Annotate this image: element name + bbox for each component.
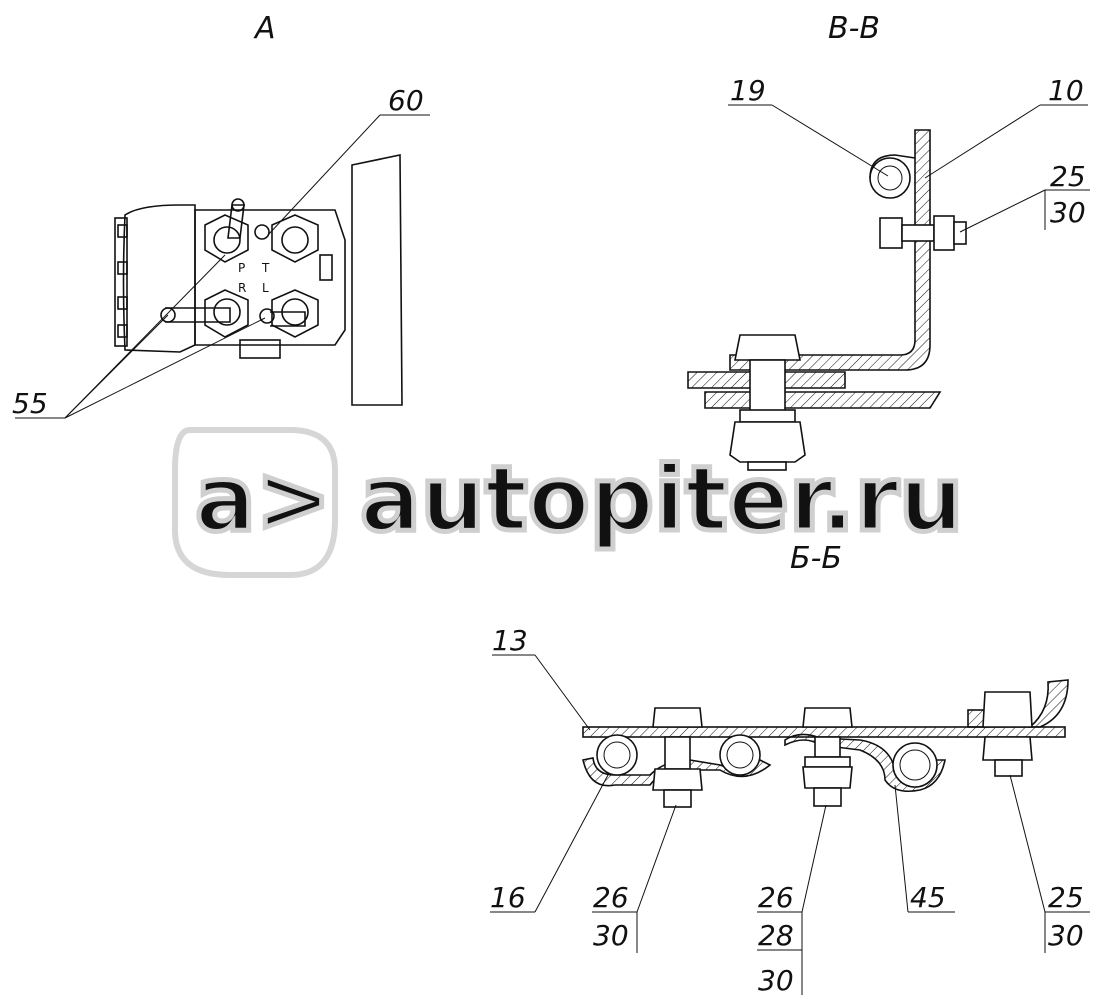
bolt-head-horizontal — [879, 217, 903, 249]
motor-body — [122, 204, 196, 353]
watermark-logo: a> — [195, 447, 331, 552]
side-plug — [319, 254, 333, 281]
pipe-right — [270, 311, 306, 327]
leader-60 — [267, 114, 381, 236]
base-plate-lower — [704, 391, 942, 409]
label-30-d: 30 — [1048, 919, 1084, 952]
tube-right — [892, 742, 938, 788]
watermark-logo-frame — [172, 427, 338, 578]
label-60: 60 — [388, 84, 424, 117]
bracket-plate — [729, 129, 931, 371]
bolt-1-head — [652, 707, 703, 728]
label-25-top: 25 — [1050, 160, 1086, 193]
label-19: 19 — [730, 74, 766, 107]
label-30-top: 30 — [1050, 196, 1086, 229]
small-plug-top — [254, 224, 270, 240]
hose-end — [1027, 679, 1069, 728]
label-28: 28 — [758, 919, 794, 952]
fitting-t — [271, 214, 319, 263]
bottom-plug — [239, 339, 281, 359]
strip-13 — [582, 726, 1066, 738]
label-25-bottom: 25 — [1048, 881, 1084, 914]
label-30-c: 30 — [758, 964, 794, 997]
label-30-b: 30 — [593, 919, 629, 952]
view-b-assembly — [687, 104, 1090, 471]
bolt-3-nut — [982, 736, 1033, 761]
pipe-left — [165, 307, 231, 323]
watermark-text: autopiter.ru — [360, 447, 963, 552]
label-55: 55 — [12, 387, 48, 420]
label-26-a: 26 — [593, 881, 629, 914]
view-a-assembly: P T R L — [15, 114, 430, 419]
bolt-1-nut — [652, 768, 703, 791]
label-13: 13 — [492, 624, 528, 657]
fitting-l — [271, 289, 319, 338]
port-mark-t: T — [261, 261, 270, 275]
bolt-3-head — [982, 691, 1033, 728]
view-title-a: А — [253, 11, 276, 46]
mounting-plate — [351, 154, 403, 406]
valve-block — [194, 209, 346, 346]
nut-vertical — [729, 421, 806, 463]
small-plug-bottom — [259, 308, 275, 324]
pipe-up — [227, 204, 245, 239]
bolt-head-vertical — [734, 334, 801, 361]
tube-19 — [869, 157, 911, 199]
motor-flange — [114, 217, 128, 347]
tube-left-1 — [596, 734, 638, 776]
view-c-assembly — [490, 654, 1090, 995]
nut-horizontal — [933, 215, 955, 251]
view-title-b: В-В — [828, 11, 880, 46]
label-45: 45 — [910, 881, 946, 914]
label-26-b: 26 — [758, 881, 794, 914]
fitting-p — [204, 214, 249, 263]
port-mark-p: P — [238, 261, 245, 275]
port-mark-l: L — [262, 281, 269, 295]
fitting-r — [204, 289, 249, 338]
port-mark-r: R — [238, 281, 246, 295]
view-title-c: Б-Б — [790, 541, 842, 576]
watermark: a> autopiter.ru — [172, 427, 966, 578]
label-10: 10 — [1048, 74, 1084, 107]
tube-left-2 — [719, 734, 761, 776]
bolt-heads — [117, 224, 128, 338]
label-16: 16 — [490, 881, 526, 914]
bolt-2-head — [802, 707, 853, 728]
bolt-2-nut — [802, 766, 853, 789]
